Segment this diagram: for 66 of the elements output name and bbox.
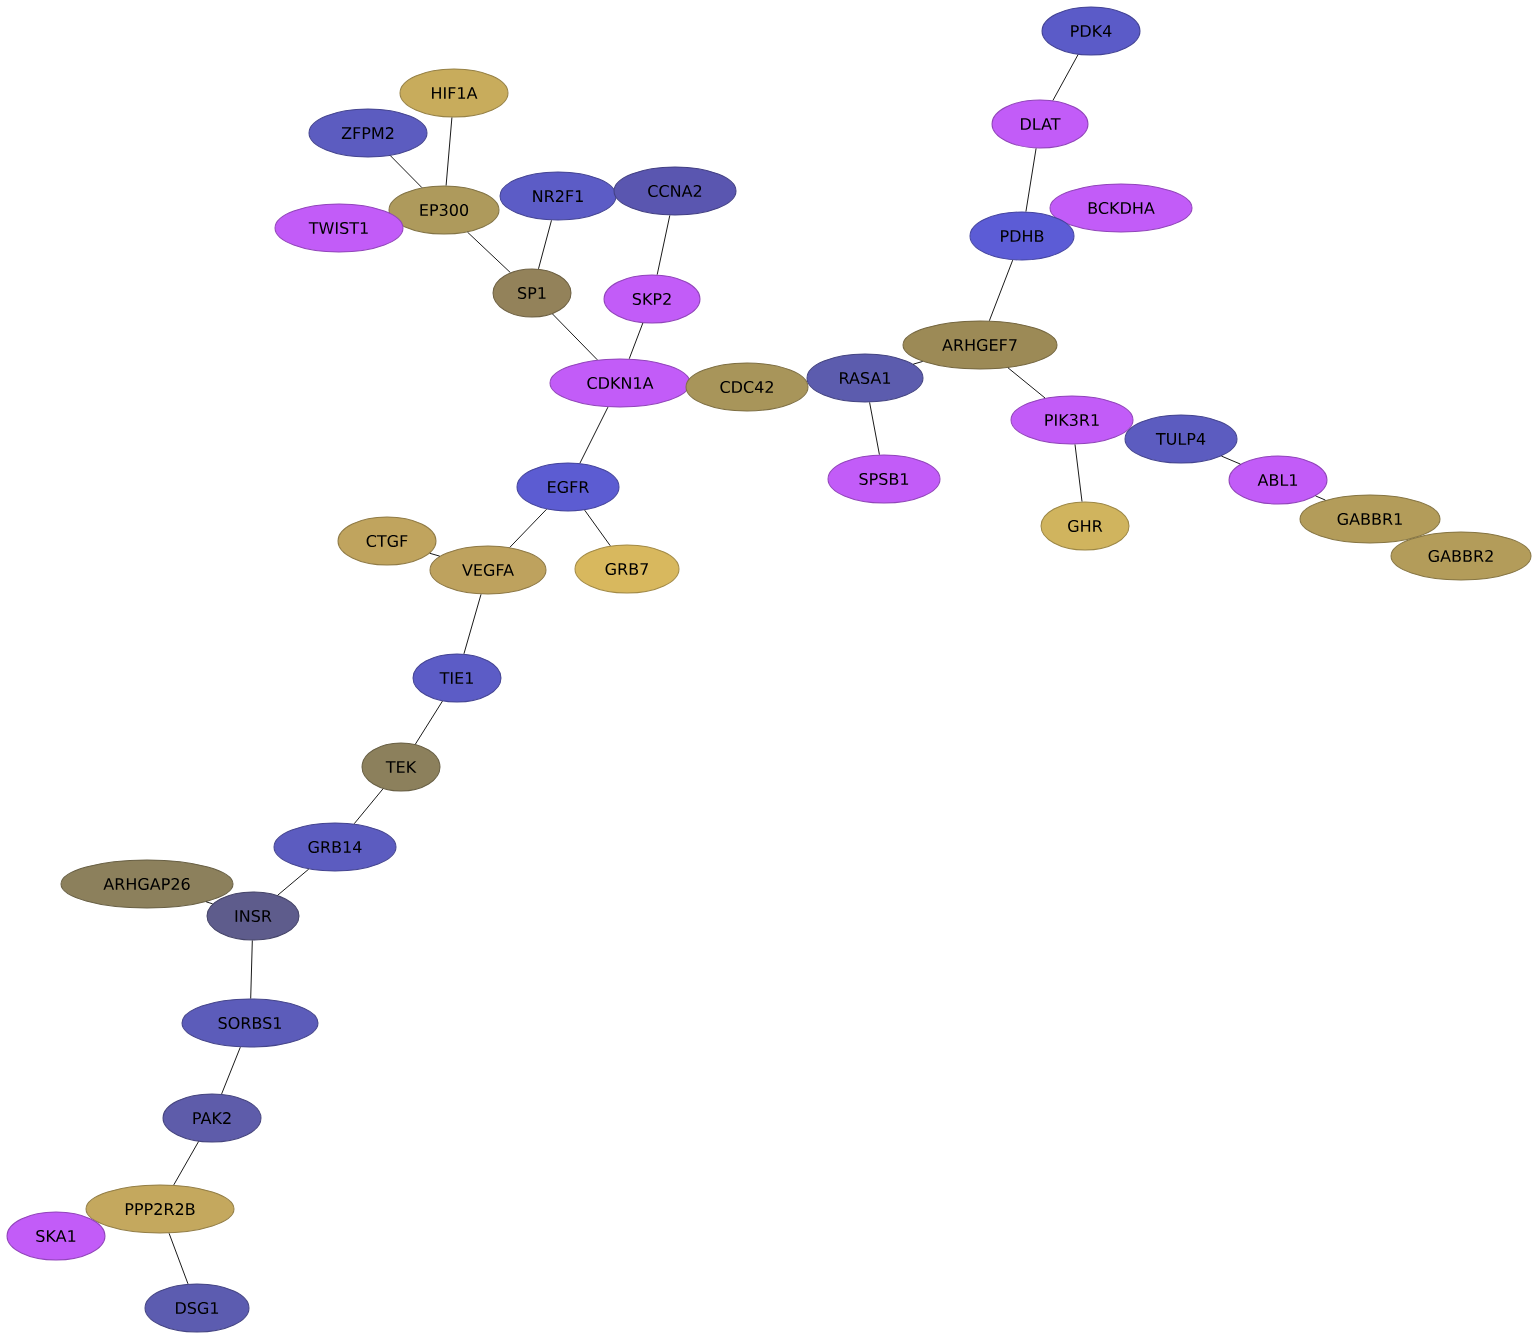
gene-node: EGFR bbox=[516, 462, 620, 512]
edge-line bbox=[579, 406, 609, 464]
gene-node: BCKDHA bbox=[1049, 183, 1193, 233]
edge-line bbox=[912, 361, 924, 365]
gene-node: CDKN1A bbox=[549, 358, 691, 408]
gene-node: GRB14 bbox=[273, 822, 397, 872]
edge-line bbox=[467, 231, 511, 273]
edge-line bbox=[168, 1232, 189, 1285]
gene-node: PIK3R1 bbox=[1010, 395, 1134, 445]
edge-line bbox=[463, 593, 482, 655]
edge-line bbox=[988, 259, 1014, 322]
edge-line bbox=[353, 788, 384, 825]
edge-line bbox=[1315, 495, 1326, 501]
gene-node: DSG1 bbox=[144, 1283, 250, 1333]
edge-line bbox=[538, 219, 552, 270]
gene-node: PPP2R2B bbox=[85, 1184, 235, 1234]
edge-line bbox=[1052, 54, 1079, 101]
gene-node: VEGFA bbox=[429, 545, 547, 595]
gene-node: EP300 bbox=[388, 185, 500, 235]
gene-node: SKP2 bbox=[603, 274, 701, 324]
gene-node: TIE1 bbox=[412, 653, 502, 703]
gene-node: PDHB bbox=[969, 211, 1075, 261]
edge-line bbox=[173, 1141, 199, 1186]
edge-line bbox=[1074, 444, 1083, 502]
edge-line bbox=[445, 117, 453, 186]
gene-node: CDC42 bbox=[685, 362, 809, 412]
edge-line bbox=[389, 155, 423, 188]
gene-node: NR2F1 bbox=[499, 171, 617, 221]
gene-node: CTGF bbox=[337, 516, 437, 566]
edge-line bbox=[429, 552, 441, 557]
gene-node: TULP4 bbox=[1124, 414, 1238, 464]
gene-node: SORBS1 bbox=[181, 998, 319, 1048]
edge-line bbox=[509, 508, 547, 548]
edge-line bbox=[1221, 455, 1241, 465]
edge-line bbox=[869, 401, 880, 456]
edge-line bbox=[250, 940, 253, 999]
gene-node: PDK4 bbox=[1041, 6, 1141, 56]
edge-line bbox=[205, 901, 214, 905]
gene-node: ARHGAP26 bbox=[60, 859, 234, 909]
gene-node: DLAT bbox=[991, 99, 1089, 149]
gene-node: RASA1 bbox=[806, 353, 924, 403]
gene-node: GABBR2 bbox=[1390, 531, 1532, 581]
gene-node: TWIST1 bbox=[274, 203, 404, 253]
gene-node: SKA1 bbox=[6, 1211, 106, 1261]
edge-line bbox=[1025, 147, 1037, 212]
edge-line bbox=[1007, 367, 1046, 399]
edge-line bbox=[221, 1046, 241, 1095]
gene-node: ZFPM2 bbox=[308, 108, 428, 158]
gene-node: HIF1A bbox=[399, 68, 509, 118]
gene-node: GABBR1 bbox=[1299, 494, 1441, 544]
edge-line bbox=[414, 700, 443, 745]
gene-node: GHR bbox=[1040, 501, 1130, 551]
gene-node: INSR bbox=[206, 891, 300, 941]
gene-node: TEK bbox=[361, 742, 441, 792]
edge-line bbox=[628, 322, 644, 360]
edge-line bbox=[584, 509, 611, 547]
gene-node: GRB7 bbox=[574, 544, 680, 594]
gene-node: CCNA2 bbox=[613, 166, 737, 216]
gene-node: ABL1 bbox=[1228, 455, 1328, 505]
gene-node: SP1 bbox=[492, 268, 572, 318]
edge-line bbox=[656, 214, 671, 276]
gene-node: SPSB1 bbox=[827, 454, 941, 504]
edge-line bbox=[277, 868, 310, 896]
gene-node: ARHGEF7 bbox=[902, 320, 1058, 370]
gene-node: PAK2 bbox=[162, 1093, 262, 1143]
edge-line bbox=[552, 313, 598, 361]
